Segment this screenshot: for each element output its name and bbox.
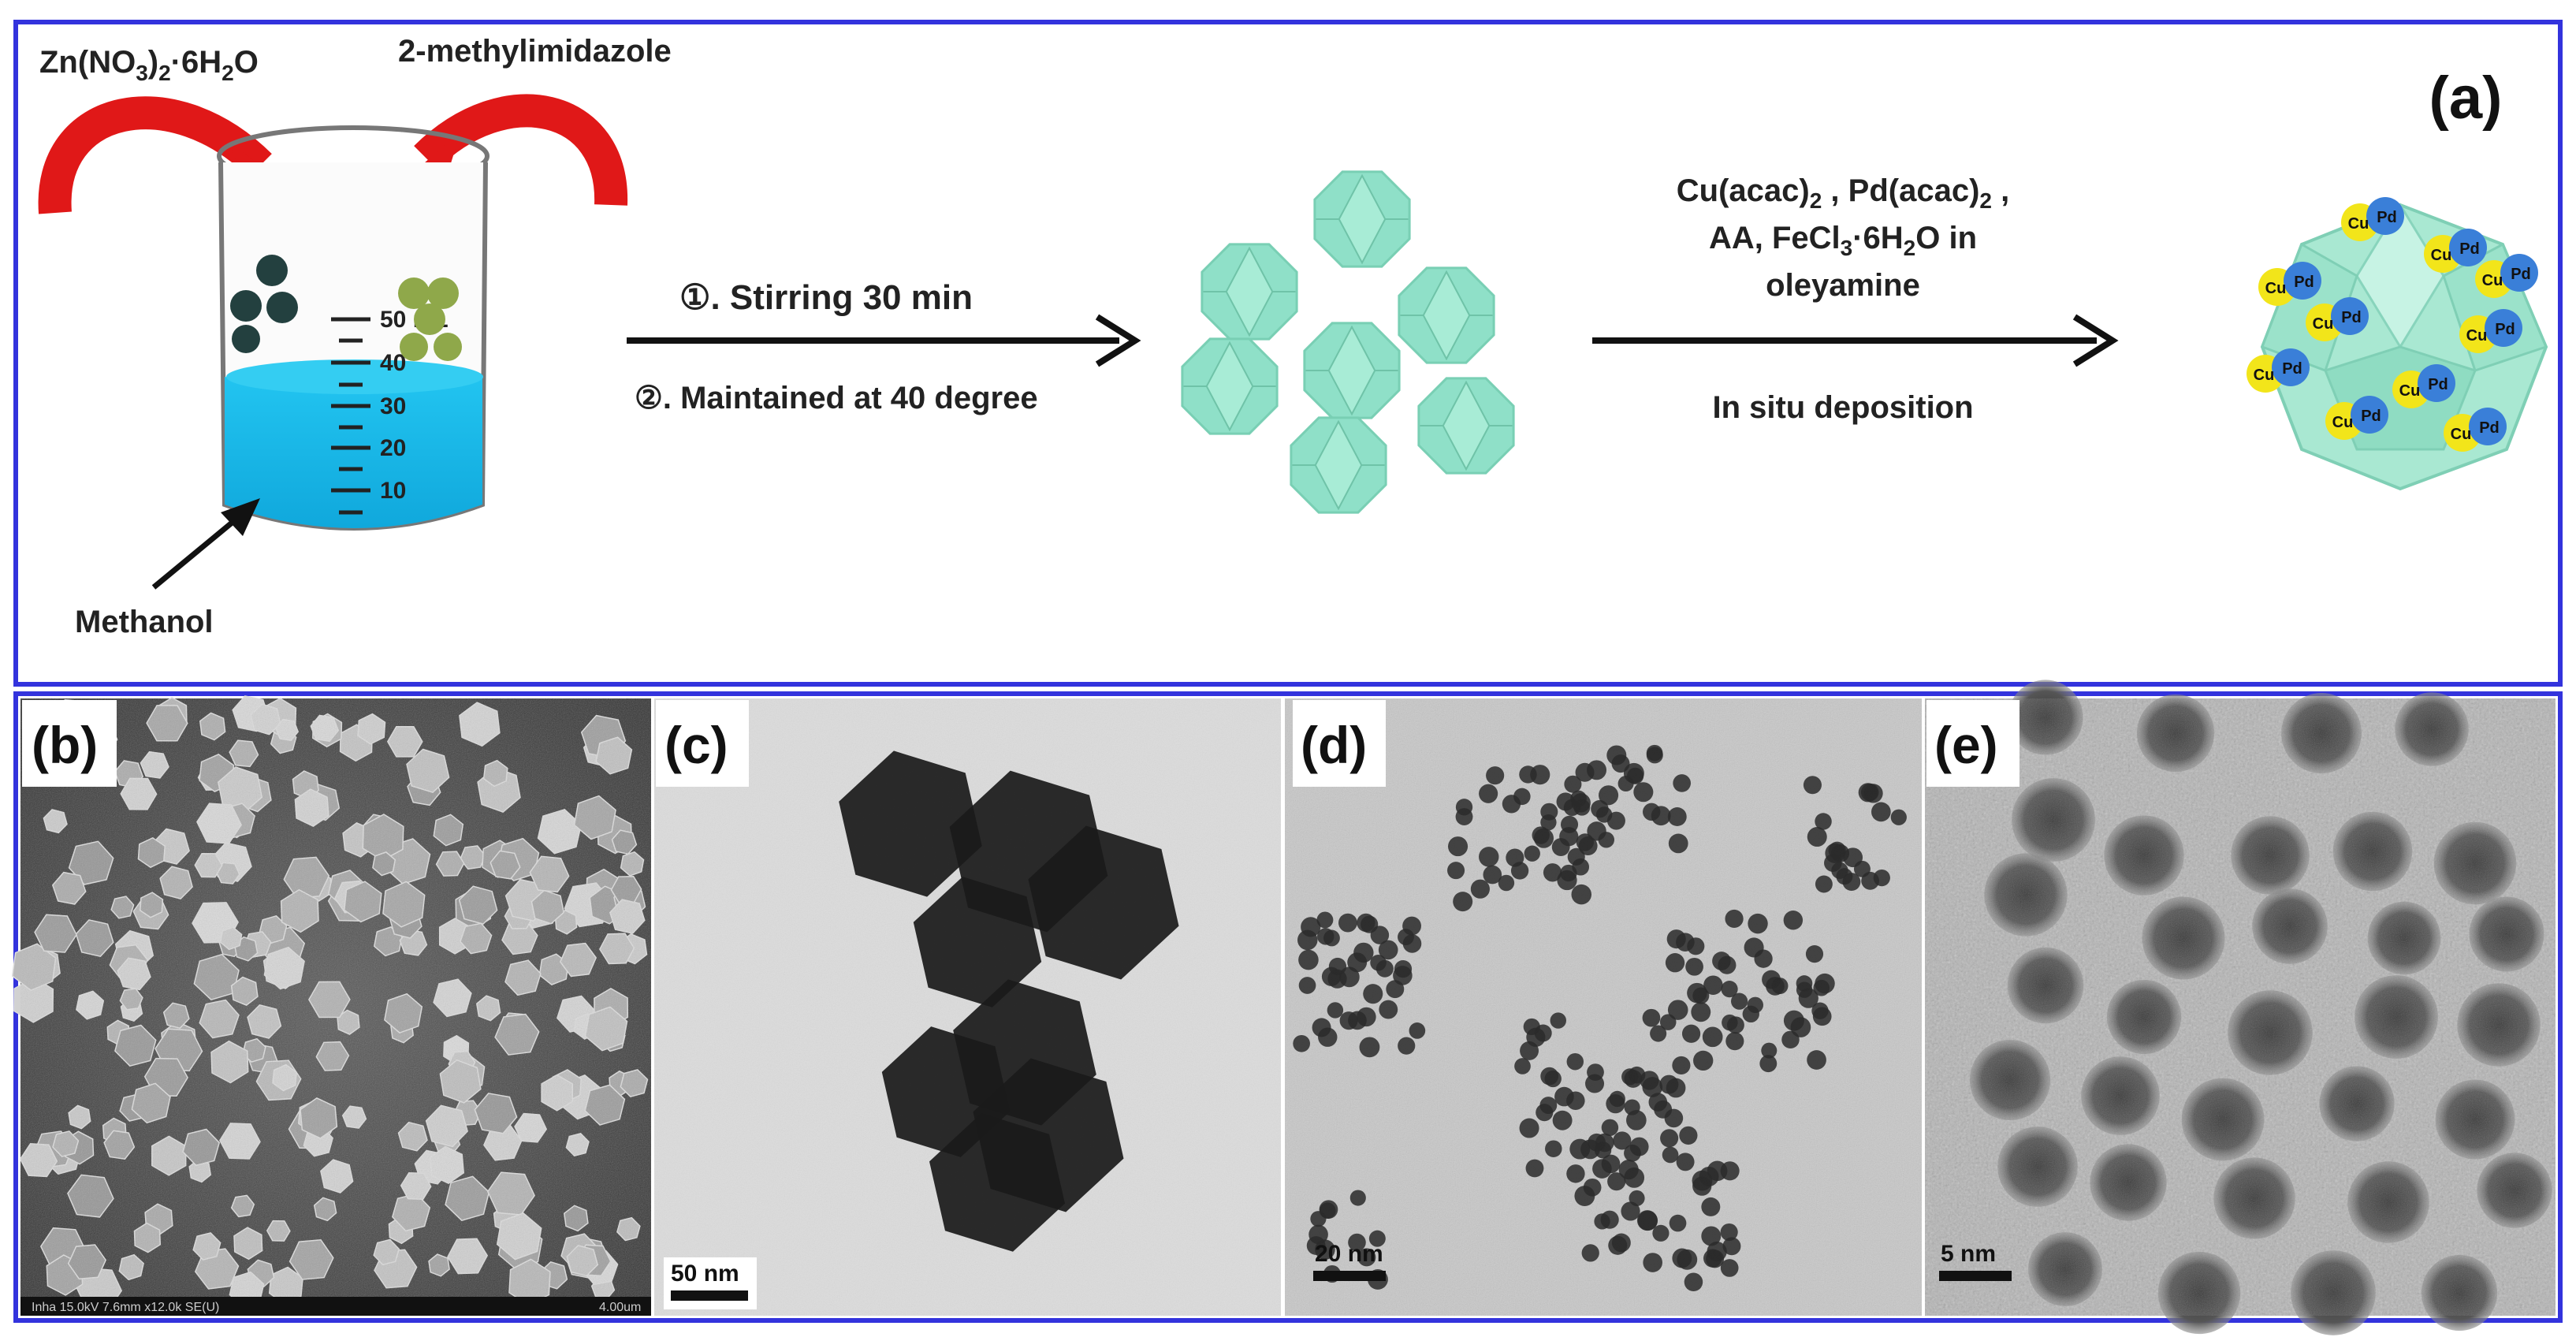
step1-label: ①. Stirring 30 min <box>679 278 973 317</box>
zif8-crystal <box>1313 170 1411 268</box>
zif8-crystal <box>1303 322 1401 419</box>
cupd-particle: Cu Pd <box>2258 262 2321 306</box>
cu-label: Cu <box>2332 414 2354 431</box>
cu-label: Cu <box>2451 426 2472 443</box>
pd-label: Pd <box>2428 376 2448 393</box>
cu-label: Cu <box>2254 367 2275 384</box>
imidazole-spheres <box>398 277 462 361</box>
scale-bar-e <box>1939 1271 2012 1281</box>
panel-label-b: (b) <box>32 716 98 774</box>
cupd-particle: Cu Pd <box>2247 348 2310 393</box>
beaker-mark-30: 30 <box>380 393 406 419</box>
methanol-liquid <box>225 377 482 528</box>
cupd-particle: Cu Pd <box>2325 396 2388 440</box>
methanol-pointer-arrow <box>151 498 260 590</box>
pd-label: Pd <box>2511 266 2531 283</box>
cupd-particle: Cu Pd <box>2341 197 2404 241</box>
pd-label: Pd <box>2495 321 2515 338</box>
cupd-particle: Cu Pd <box>2424 229 2487 273</box>
step1-arrow <box>627 314 1141 367</box>
cu-label: Cu <box>2482 272 2503 289</box>
zif8-crystal <box>1201 243 1298 341</box>
pd-label: Pd <box>2377 209 2397 226</box>
pd-label: Pd <box>2282 360 2302 378</box>
zinc-precursor-spheres <box>230 255 298 353</box>
beaker-mark-10: 10 <box>380 478 406 504</box>
pd-label: Pd <box>2341 309 2362 326</box>
reagent-zinc-nitrate-label: Zn(NO3)2·6H2O <box>39 45 259 85</box>
panel-label-a: (a) <box>2429 65 2503 132</box>
cupd-particle: Cu Pd <box>2459 309 2522 353</box>
tem-image-d: (d) 20 nm <box>1285 698 1922 1316</box>
sem-footer-text: Inha 15.0kV 7.6mm x12.0k SE(U) <box>32 1301 219 1314</box>
scale-label-d: 20 nm <box>1315 1241 1383 1267</box>
cu-label: Cu <box>2265 280 2287 297</box>
pd-label: Pd <box>2479 419 2500 437</box>
pd-label: Pd <box>2459 240 2480 258</box>
zif8-crystal <box>1181 337 1279 435</box>
reagents-line1: Cu(acac)2 , Pd(acac)2 , <box>1677 173 2009 213</box>
step2-label: ②. Maintained at 40 degree <box>635 381 1038 415</box>
cupd-particle: Cu Pd <box>2306 297 2369 341</box>
zif8-crystal-cluster <box>1181 170 1515 514</box>
cu-label: Cu <box>2348 215 2369 233</box>
pd-label: Pd <box>2361 408 2381 425</box>
tem-image-c: (c) 50 nm <box>654 698 1281 1316</box>
pd-label: Pd <box>2294 274 2314 291</box>
cu-label: Cu <box>2399 382 2421 400</box>
beaker-mark-20: 20 <box>380 435 406 461</box>
reagents-line3: oleyamine <box>1766 268 1920 303</box>
zif8-crystal <box>1398 266 1495 364</box>
tem-image-e: (e) 5 nm <box>1925 680 2556 1335</box>
cu-label: Cu <box>2466 327 2488 344</box>
beaker: 50 mL 40 30 20 10 <box>217 125 490 531</box>
sem-image-b: Inha 15.0kV 7.6mm x12.0k SE(U) 4.00um (b… <box>11 695 651 1316</box>
cu-label: Cu <box>2431 247 2452 264</box>
deposition-label: In situ deposition <box>1712 390 1973 425</box>
reagents-line2: AA, FeCl3·6H2O in <box>1709 221 1977 260</box>
scale-label-e: 5 nm <box>1941 1241 1996 1267</box>
panel-label-e: (e) <box>1934 716 1998 774</box>
cupd-particle: Cu Pd <box>2392 364 2455 408</box>
scale-bar-d <box>1313 1271 1386 1281</box>
reagent-2-methylimidazole-label: 2-methylimidazole <box>398 34 672 69</box>
methanol-label: Methanol <box>75 605 214 639</box>
cupd-particle: Cu Pd <box>2475 254 2538 298</box>
sem-footer-scale: 4.00um <box>599 1301 641 1314</box>
cu-label: Cu <box>2313 315 2334 333</box>
panel-label-c: (c) <box>664 716 728 774</box>
zif8-crystal <box>1290 416 1387 514</box>
panel-label-d: (d) <box>1301 716 1367 774</box>
zif8-crystal <box>1417 377 1515 475</box>
scale-bar-c <box>671 1290 748 1301</box>
step2-arrow <box>1592 314 2119 367</box>
scale-label-c: 50 nm <box>671 1261 739 1287</box>
cupd-particle: Cu Pd <box>2444 408 2507 452</box>
